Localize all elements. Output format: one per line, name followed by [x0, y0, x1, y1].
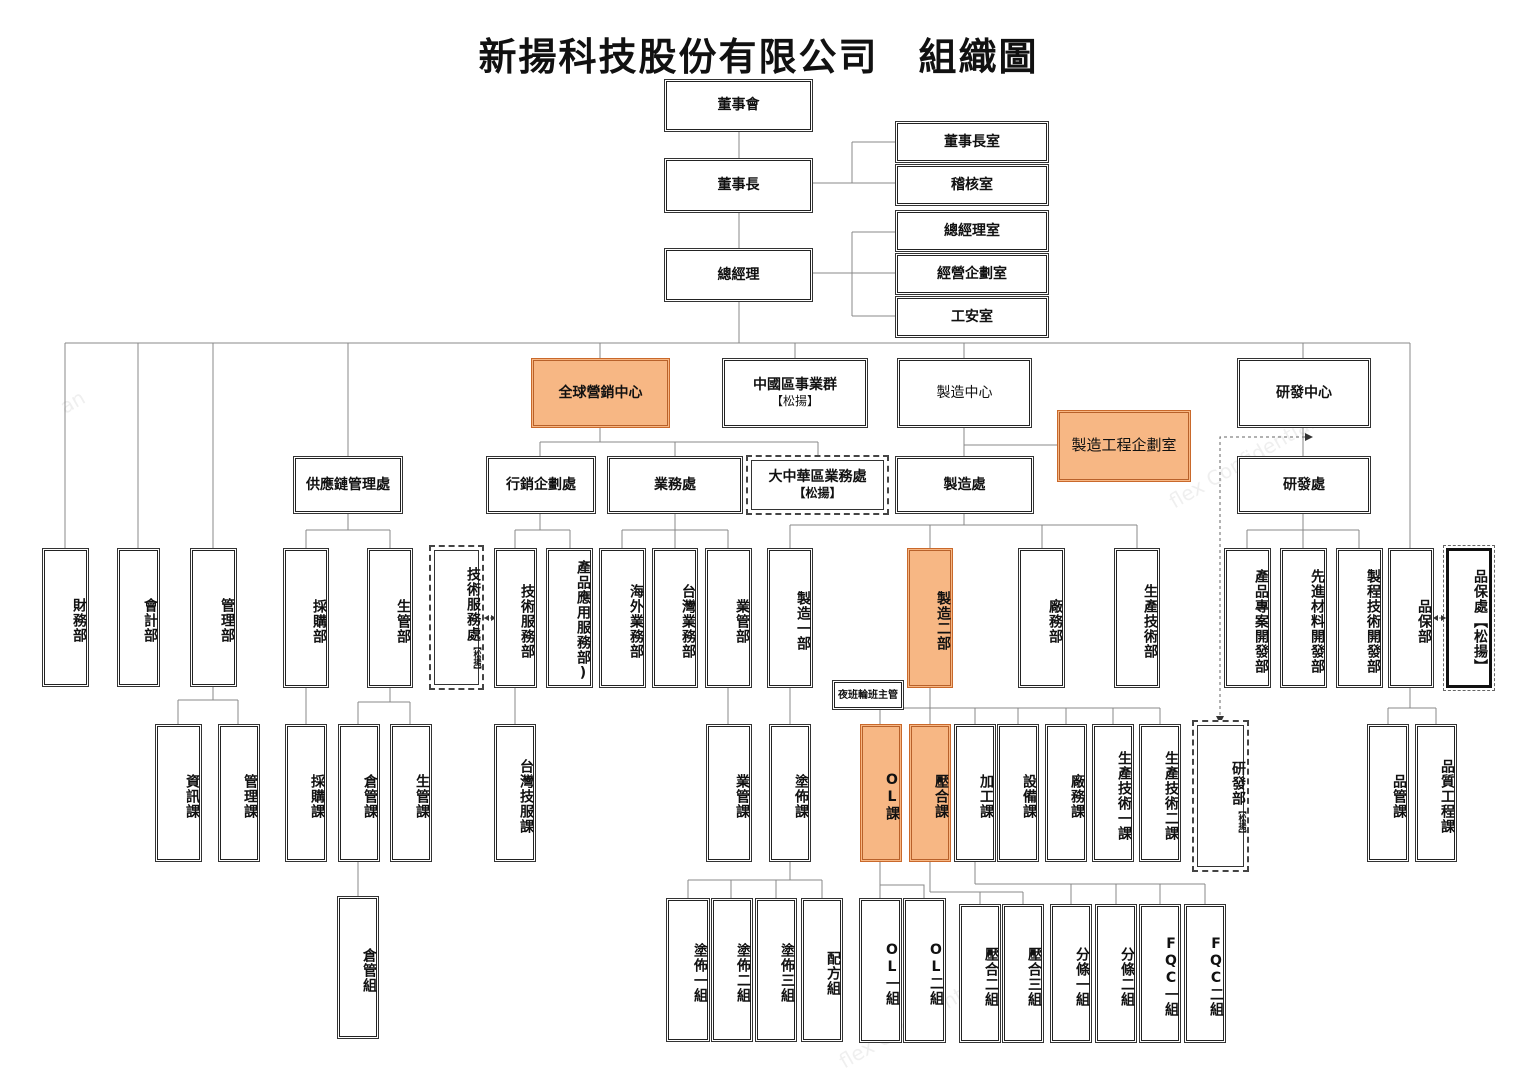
- lamination2-group-box: 壓合二組: [959, 904, 1001, 1043]
- coating2-group-box: 塗佈二組: [711, 898, 753, 1042]
- lamination-section-box: 壓合課: [909, 724, 951, 862]
- product-project-dept-box: 產品專案開發部: [1224, 548, 1271, 688]
- ol2-group-box: OL二組: [903, 898, 946, 1043]
- taiwan-sales-dept-box: 台灣業務部: [652, 548, 698, 688]
- biz-mgmt-dept-box: 業管部: [705, 548, 752, 688]
- rd-center-box: 研發中心: [1237, 358, 1371, 428]
- purchasing-dept-box: 採購部: [283, 548, 329, 688]
- advanced-material-dept-box: 先進材料開發部: [1280, 548, 1327, 688]
- tw-tech-service-section-box: 台灣技服課: [494, 724, 536, 862]
- chairman-office-box: 董事長室: [895, 121, 1049, 163]
- processing-section-box: 加工課: [954, 724, 996, 862]
- audit-office-box: 稽核室: [895, 164, 1049, 206]
- greater-china-sales-box: 大中華區業務處 【松揚】: [746, 455, 889, 515]
- pc-section-box: 生管課: [390, 724, 432, 862]
- formula-group-box: 配方組: [801, 898, 843, 1042]
- mfg1-dept-box: 製造一部: [767, 548, 813, 688]
- rd-division-box: 研發處: [1237, 456, 1371, 514]
- production-control-dept-box: 生管部: [367, 548, 413, 688]
- warehouse-group-box: 倉管組: [337, 896, 379, 1039]
- equipment-section-box: 設備課: [997, 724, 1039, 862]
- facility-section-box: 廠務課: [1045, 724, 1087, 862]
- management-dept-box: 管理部: [190, 548, 237, 687]
- tech-service-sy-label: 技術服務處: [465, 567, 481, 642]
- chairman-box: 董事長: [664, 158, 813, 213]
- tech-service-dept-box: 技術服務部: [494, 548, 537, 688]
- slitting2-group-box: 分條二組: [1095, 904, 1137, 1043]
- prod-tech2-section-box: 生產技術二課: [1139, 724, 1181, 862]
- mfg-division-box: 製造處: [895, 456, 1034, 514]
- mfg-eng-planning-box: 製造工程企劃室: [1057, 410, 1191, 482]
- rd-dept-sy-box: 研發部【松揚】: [1192, 720, 1249, 872]
- global-sales-center-box: 全球營銷中心: [531, 358, 670, 428]
- mfg-center-box: 製造中心: [897, 358, 1032, 428]
- china-group-sublabel: 【松揚】: [770, 394, 819, 409]
- night-shift-supervisor-box: 夜班輪班主管: [832, 680, 904, 710]
- prod-tech-dept-box: 生產技術部: [1114, 548, 1160, 688]
- facility-dept-box: 廠務部: [1018, 548, 1065, 688]
- marketing-planning-box: 行銷企劃處: [486, 456, 596, 514]
- tech-service-sy-note: 【松揚】: [473, 642, 482, 674]
- board-box: 董事會: [664, 79, 813, 132]
- greater-china-label: 大中華區業務處: [768, 469, 867, 486]
- gm-office-box: 總經理室: [895, 210, 1049, 252]
- coating1-group-box: 塗佈一組: [666, 898, 710, 1042]
- product-application-dept-box: 產品應用服務部): [546, 548, 593, 688]
- tech-service-sy-box: 技術服務處【松揚】: [429, 545, 484, 690]
- slitting1-group-box: 分條一組: [1050, 904, 1092, 1043]
- qa-dept-box: 品保部: [1388, 548, 1434, 688]
- page-title: 新揚科技股份有限公司 組織圖: [478, 35, 1039, 79]
- overseas-sales-dept-box: 海外業務部: [599, 548, 646, 688]
- mfg2-dept-box: 製造二部: [907, 548, 953, 688]
- sales-division-box: 業務處: [607, 456, 743, 514]
- fqc1-group-box: FQC一組: [1139, 904, 1181, 1043]
- qa-sy-division-box: 品保處【松揚】: [1443, 545, 1495, 691]
- china-group-box: 中國區事業群 【松揚】: [722, 358, 868, 428]
- fqc2-group-box: FQC二組: [1184, 904, 1226, 1043]
- coating-section-box: 塗佈課: [769, 724, 811, 862]
- qc-section-box: 品管課: [1367, 724, 1409, 862]
- safety-office-box: 工安室: [895, 296, 1049, 338]
- rd-dept-sy-label: 研發部: [1230, 760, 1246, 806]
- coating3-group-box: 塗佈三組: [755, 898, 797, 1042]
- ol1-group-box: OL一組: [859, 898, 902, 1043]
- mgmt-section-box: 管理課: [218, 724, 260, 862]
- rd-dept-sy-note: 【松揚】: [1238, 805, 1247, 838]
- biz-mgmt-section-box: 業管課: [706, 724, 752, 862]
- purchasing-section-box: 採購課: [285, 724, 327, 862]
- process-tech-dept-box: 製程技術開發部: [1336, 548, 1383, 688]
- accounting-dept-box: 會計部: [117, 548, 160, 687]
- supply-chain-box: 供應鏈管理處: [293, 456, 403, 514]
- china-group-label: 中國區事業群: [753, 377, 837, 394]
- ol-section-box: OL課: [860, 724, 902, 862]
- greater-china-sublabel: 【松揚】: [793, 486, 842, 501]
- general-manager-box: 總經理: [664, 248, 813, 302]
- lamination3-group-box: 壓合三組: [1002, 904, 1044, 1043]
- planning-office-box: 經營企劃室: [895, 253, 1049, 295]
- it-section-box: 資訊課: [155, 724, 202, 862]
- prod-tech1-section-box: 生產技術一課: [1092, 724, 1134, 862]
- finance-dept-box: 財務部: [42, 548, 89, 687]
- warehouse-section-box: 倉管課: [338, 724, 380, 862]
- quality-engineering-section-box: 品質工程課: [1415, 724, 1457, 862]
